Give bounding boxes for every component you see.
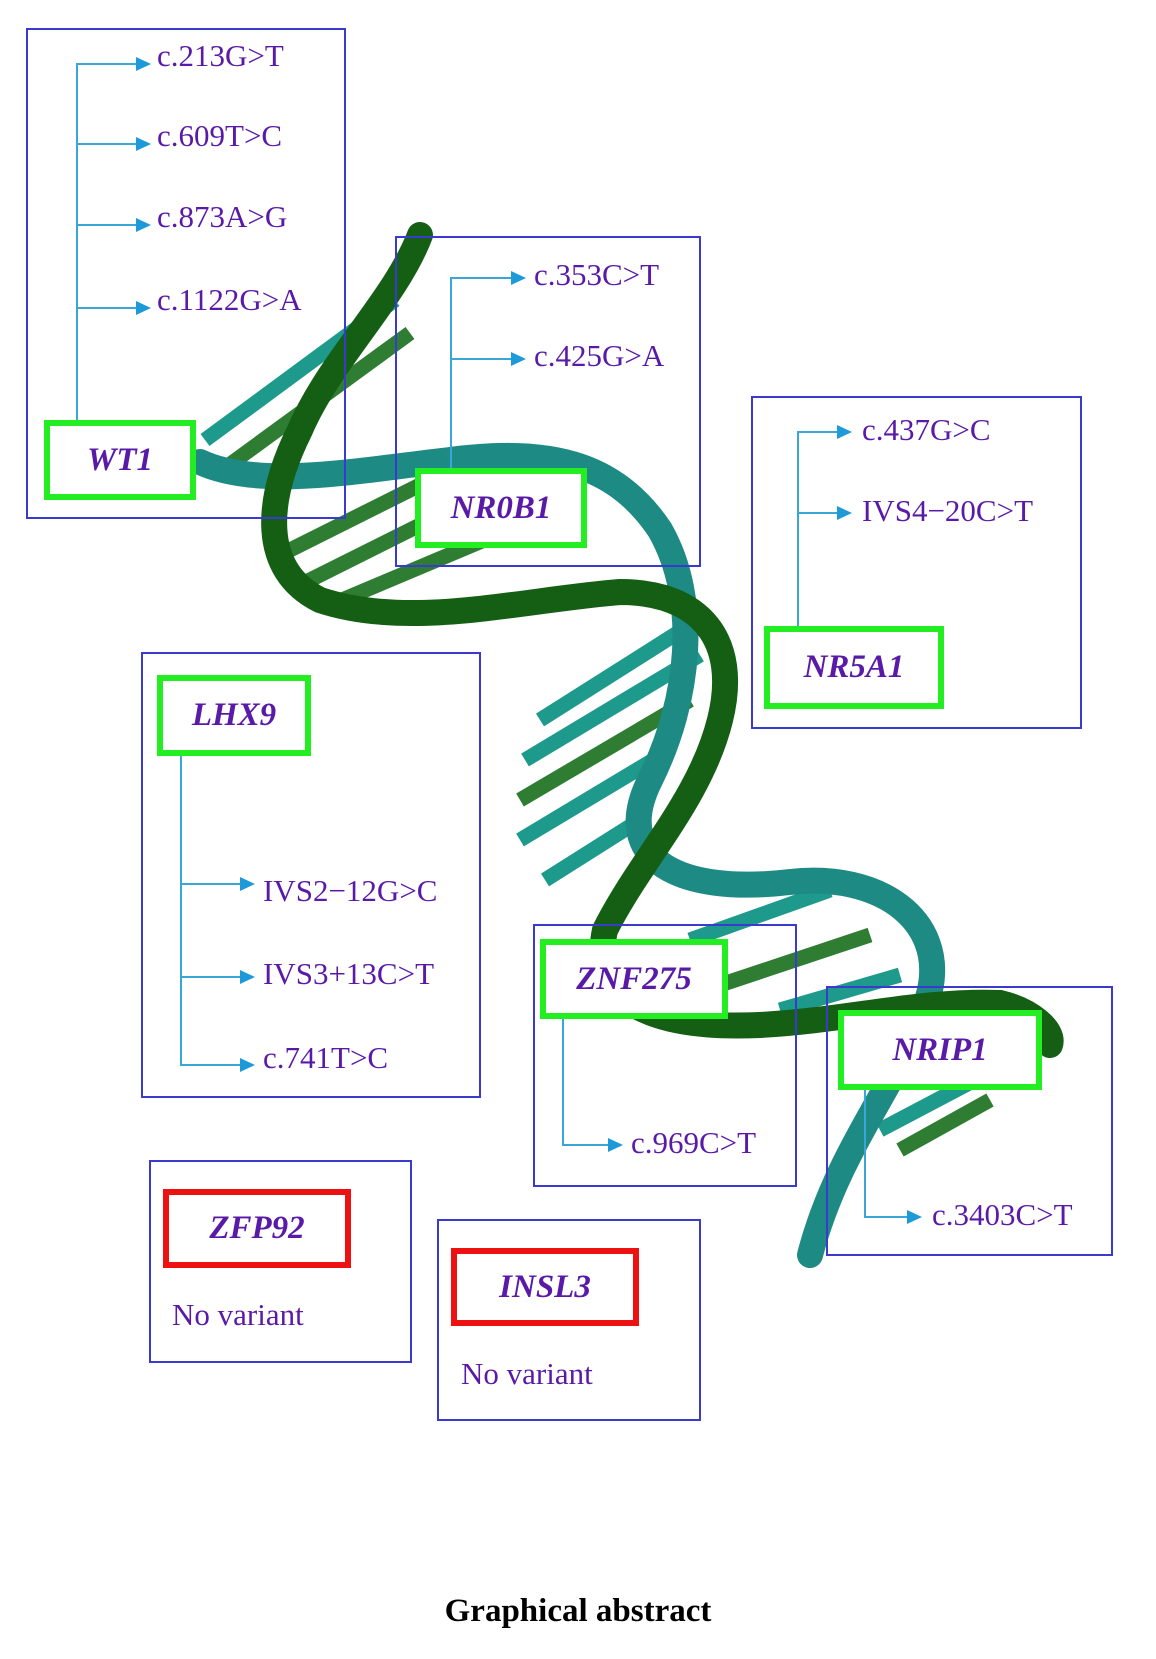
nr5a1-variant-2: IVS4−20C>T <box>862 493 1034 528</box>
znf275-panel <box>533 924 797 1187</box>
nrip1-connector-trunk <box>864 1090 866 1218</box>
nr5a1-panel <box>751 396 1082 729</box>
lhx9-variant-3: c.741T>C <box>263 1040 389 1075</box>
wt1-arrow-icon <box>136 301 151 315</box>
zfp92-no-variant: No variant <box>172 1297 304 1332</box>
zfp92-panel <box>149 1160 412 1363</box>
wt1-connector-branch <box>76 224 139 226</box>
znf275-variant-1: c.969C>T <box>631 1125 757 1160</box>
znf275-connector-trunk <box>562 1019 564 1146</box>
nr5a1-arrow-icon <box>837 425 852 439</box>
wt1-arrow-icon <box>136 137 151 151</box>
nr5a1-connector-trunk <box>797 431 799 627</box>
nrip1-panel <box>826 986 1113 1256</box>
gene-label-wt1: WT1 <box>44 420 196 500</box>
insl3-panel <box>437 1219 701 1421</box>
nr0b1-variant-1: c.353C>T <box>534 257 660 292</box>
nr0b1-connector-branch <box>450 358 513 360</box>
nr0b1-connector-trunk <box>450 277 452 470</box>
lhx9-connector-branch <box>180 976 242 978</box>
nr5a1-arrow-icon <box>837 506 852 520</box>
lhx9-arrow-icon <box>240 970 255 984</box>
znf275-arrow-icon <box>608 1138 623 1152</box>
nr0b1-variant-2: c.425G>A <box>534 338 665 373</box>
wt1-arrow-icon <box>136 218 151 232</box>
wt1-connector-branch <box>76 143 139 145</box>
nr0b1-arrow-icon <box>511 271 526 285</box>
wt1-connector-branch <box>76 307 139 309</box>
wt1-connector-branch <box>76 63 139 65</box>
lhx9-connector-branch <box>180 883 242 885</box>
gene-label-insl3: INSL3 <box>451 1248 639 1326</box>
wt1-arrow-icon <box>136 57 151 71</box>
nr5a1-variant-1: c.437G>C <box>862 412 991 447</box>
nr0b1-connector-branch <box>450 277 513 279</box>
gene-label-zfp92: ZFP92 <box>163 1189 351 1268</box>
insl3-no-variant: No variant <box>461 1356 593 1391</box>
nrip1-arrow-icon <box>907 1210 922 1224</box>
gene-label-nrip1: NRIP1 <box>838 1010 1042 1090</box>
nr0b1-panel <box>395 236 701 567</box>
gene-label-lhx9: LHX9 <box>157 675 311 756</box>
nr5a1-connector-branch <box>797 512 839 514</box>
gene-label-nr5a1: NR5A1 <box>764 626 944 709</box>
dna-strand-teal <box>187 442 945 1268</box>
lhx9-panel <box>141 652 481 1098</box>
znf275-connector-branch <box>562 1144 610 1146</box>
lhx9-variant-2: IVS3+13C>T <box>263 956 435 991</box>
nrip1-connector-branch <box>864 1216 909 1218</box>
nr0b1-arrow-icon <box>511 352 526 366</box>
wt1-panel <box>26 28 346 519</box>
wt1-variant-3: c.873A>G <box>157 199 288 234</box>
wt1-connector-trunk <box>76 63 78 421</box>
wt1-variant-2: c.609T>C <box>157 118 283 153</box>
lhx9-variant-1: IVS2−12G>C <box>263 873 438 908</box>
nrip1-variant-1: c.3403C>T <box>932 1197 1073 1232</box>
gene-label-znf275: ZNF275 <box>540 939 728 1019</box>
figure-caption: Graphical abstract <box>444 1593 712 1629</box>
lhx9-connector-branch <box>180 1064 242 1066</box>
lhx9-connector-trunk <box>180 756 182 1066</box>
lhx9-arrow-icon <box>240 877 255 891</box>
lhx9-arrow-icon <box>240 1058 255 1072</box>
wt1-variant-4: c.1122G>A <box>157 282 302 317</box>
wt1-variant-1: c.213G>T <box>157 38 284 73</box>
gene-label-nr0b1: NR0B1 <box>415 468 587 548</box>
nr5a1-connector-branch <box>797 431 839 433</box>
